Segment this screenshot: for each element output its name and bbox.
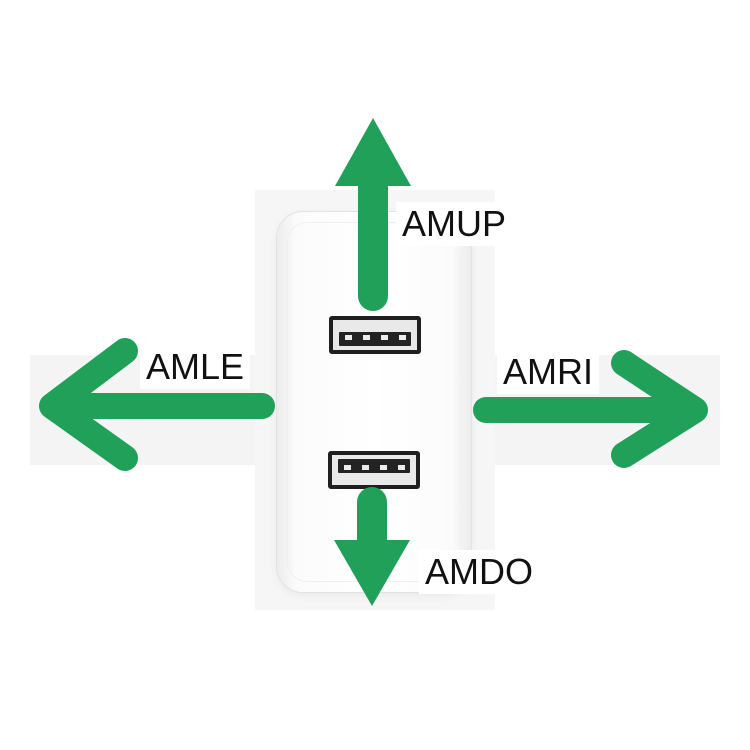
arrow-down-icon: [334, 487, 410, 606]
arrow-up-icon: [335, 118, 411, 311]
usb-pin: [380, 465, 387, 470]
usb-pin: [362, 465, 369, 470]
usb-pin: [344, 465, 351, 470]
arrow-right-icon: [473, 350, 708, 468]
usb-pin: [363, 335, 370, 340]
label-left: AMLE: [140, 345, 251, 389]
usb-port-bottom: [328, 451, 420, 489]
usb-port-tongue: [338, 459, 410, 473]
usb-pin: [381, 335, 388, 340]
usb-port-tongue: [339, 332, 411, 346]
usb-pin: [399, 335, 406, 340]
usb-pin: [398, 465, 405, 470]
label-right: AMRI: [497, 350, 599, 394]
usb-port-top: [329, 316, 421, 354]
arrow-left-icon: [39, 338, 275, 471]
label-down: AMDO: [419, 550, 539, 594]
label-up: AMUP: [396, 202, 513, 246]
usb-pin: [345, 335, 352, 340]
